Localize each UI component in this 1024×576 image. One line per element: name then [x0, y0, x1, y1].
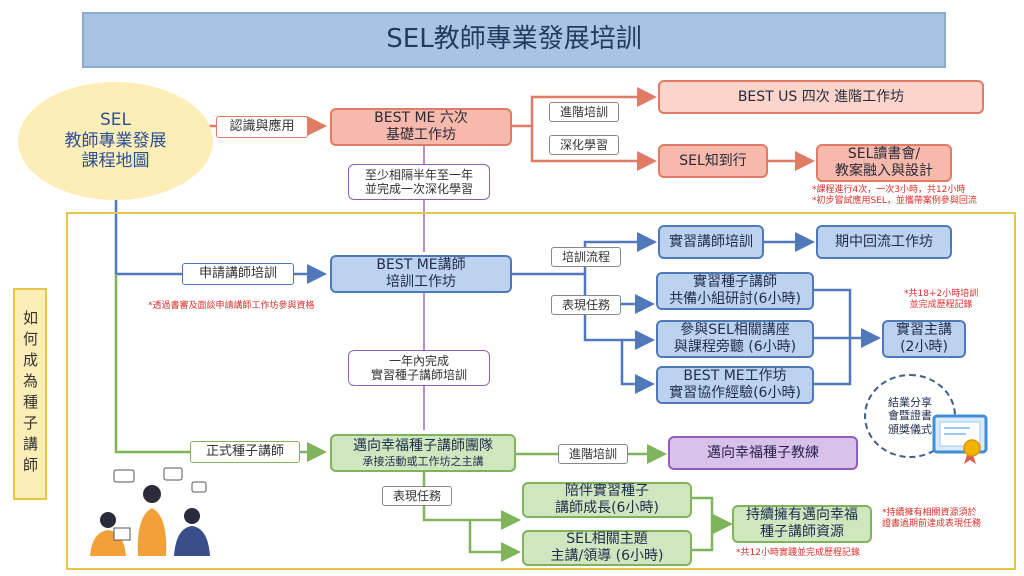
tag-task-2: 表現任務	[382, 486, 452, 506]
sel-book-club[interactable]: SEL讀書會/教案融入與設計	[816, 144, 952, 182]
row1-note-1: *課程進行4次，一次3小時，共12小時	[812, 185, 966, 195]
page-title: SEL教師專業發展培訓	[82, 12, 946, 68]
sel-topic-line-2: 主講/領導 (6小時)	[550, 548, 664, 564]
intern-training[interactable]: 實習講師培訓	[658, 225, 764, 259]
sel-lecture-line-2: 與課程旁聽 (6小時)	[673, 339, 797, 355]
row2-total-note-2: 並完成歷程記錄	[909, 300, 973, 311]
best-me-collab[interactable]: BEST ME工作坊實習協作經驗(6小時)	[656, 366, 814, 404]
tag-task-1: 表現任務	[551, 295, 621, 315]
collab-line-1: BEST ME工作坊	[683, 368, 787, 385]
gap2-line-2: 實習種子講師培訓	[370, 368, 467, 382]
sel-lecture[interactable]: 參與SEL相關講座與課程旁聽 (6小時)	[656, 320, 814, 358]
course-map-oval: SEL 教師專業發展 課程地圖	[18, 82, 213, 200]
sel-topic-lead[interactable]: SEL相關主題主講/領導 (6小時)	[522, 530, 692, 566]
intern-teach[interactable]: 實習主講(2小時)	[882, 320, 966, 358]
people-illustration	[90, 467, 210, 556]
ceremony-line-3: 頒獎儀式	[888, 422, 932, 436]
tag-apply: 申請講師培訓	[182, 263, 294, 285]
accompany-line-2: 講師成長(6小時)	[555, 500, 659, 516]
seed-group-line-1: 實習種子講師	[693, 274, 777, 291]
collab-line-2: 實習協作經驗(6小時)	[669, 385, 801, 401]
tag-advanced-2: 進階培訓	[558, 444, 628, 464]
sel-practice[interactable]: SEL知到行	[658, 144, 768, 178]
apply-note: *透過書審及面談申請講師工作坊參與資格	[148, 301, 315, 311]
certificate-icon	[932, 414, 988, 464]
accompany-intern[interactable]: 陪伴實習種子講師成長(6小時)	[522, 482, 692, 518]
gap2-line-1: 一年內完成	[388, 353, 449, 368]
trainer-workshop[interactable]: BEST ME講師培訓工作坊	[330, 255, 512, 293]
row3-12-note: *共12小時實踐並完成歷程記錄	[736, 548, 860, 558]
seed-group-line-2: 共備小組研討(6小時)	[669, 291, 801, 307]
best-us-workshop[interactable]: BEST US 四次 進階工作坊	[658, 80, 984, 114]
row1-note-2: *初步嘗試應用SEL，並攜帶案例參與回流	[812, 196, 977, 207]
seed-coach[interactable]: 邁向幸福種子教練	[668, 436, 858, 470]
tag-process: 培訓流程	[551, 247, 621, 267]
resource-note-1: *持續擁有相關資源須於	[882, 508, 977, 518]
accompany-line-1: 陪伴實習種子	[565, 483, 649, 500]
gap1-line-2: 並完成一次深化學習	[364, 182, 473, 196]
best-me-line-1: BEST ME 六次	[374, 110, 468, 127]
oval-line-2: 教師專業發展	[64, 130, 167, 151]
sel-lecture-line-1: 參與SEL相關講座	[680, 322, 790, 339]
resource-note-2: 證書過期前達成表現任務	[882, 519, 982, 530]
tag-formal: 正式種子講師	[190, 441, 300, 463]
gap1-line-1: 至少相隔半年至一年	[364, 167, 473, 182]
keep-resource[interactable]: 持續擁有邁向幸福種子講師資源	[732, 505, 872, 543]
sel-book-line-1: SEL讀書會/	[847, 146, 921, 163]
intern-teach-line-1: 實習主講	[896, 322, 952, 339]
tag-recognize: 認識與應用	[216, 116, 308, 138]
row2-total-note: *共18+2小時培訓 並完成歷程記錄	[904, 289, 978, 312]
sel-topic-line-1: SEL相關主題	[566, 531, 648, 548]
seed-group-discussion[interactable]: 實習種子講師共備小組研討(6小時)	[656, 272, 814, 310]
resource-line-1: 持續擁有邁向幸福	[746, 507, 858, 524]
oval-line-1: SEL	[99, 110, 131, 131]
row2-total-note-1: *共18+2小時培訓	[904, 289, 979, 299]
team-title: 邁向幸福種子講師團隊	[353, 438, 493, 454]
row1-note: *課程進行4次，一次3小時，共12小時 *初步嘗試應用SEL，並攜帶案例參與回流	[812, 185, 977, 208]
sel-book-line-2: 教案融入與設計	[835, 163, 933, 179]
tag-advanced-1: 進階培訓	[549, 102, 619, 122]
midterm-workshop[interactable]: 期中回流工作坊	[816, 225, 952, 259]
seed-lecturer-frame	[66, 212, 1016, 570]
resource-note: *持續擁有相關資源須於 證書過期前達成表現任務	[882, 508, 981, 531]
seed-lecturer-team[interactable]: 邁向幸福種子講師團隊承接活動或工作坊之主講	[330, 434, 516, 472]
side-label: 如何成為種子講師	[13, 288, 47, 500]
best-me-line-2: 基礎工作坊	[386, 127, 456, 143]
gap-note-2: 一年內完成實習種子講師培訓	[348, 350, 490, 386]
team-subtitle: 承接活動或工作坊之主講	[362, 454, 484, 468]
tag-deepen: 深化學習	[549, 135, 619, 155]
intern-teach-line-2: (2小時)	[900, 339, 948, 355]
resource-line-2: 種子講師資源	[760, 524, 844, 540]
trainer-line-1: BEST ME講師	[376, 257, 466, 274]
ceremony-line-1: 結業分享	[888, 396, 932, 410]
ceremony-line-2: 會暨證書	[888, 409, 932, 423]
oval-line-3: 課程地圖	[81, 151, 150, 172]
best-me-basic-workshop[interactable]: BEST ME 六次基礎工作坊	[330, 108, 512, 146]
gap-note-1: 至少相隔半年至一年並完成一次深化學習	[348, 164, 490, 200]
trainer-line-2: 培訓工作坊	[385, 274, 456, 290]
